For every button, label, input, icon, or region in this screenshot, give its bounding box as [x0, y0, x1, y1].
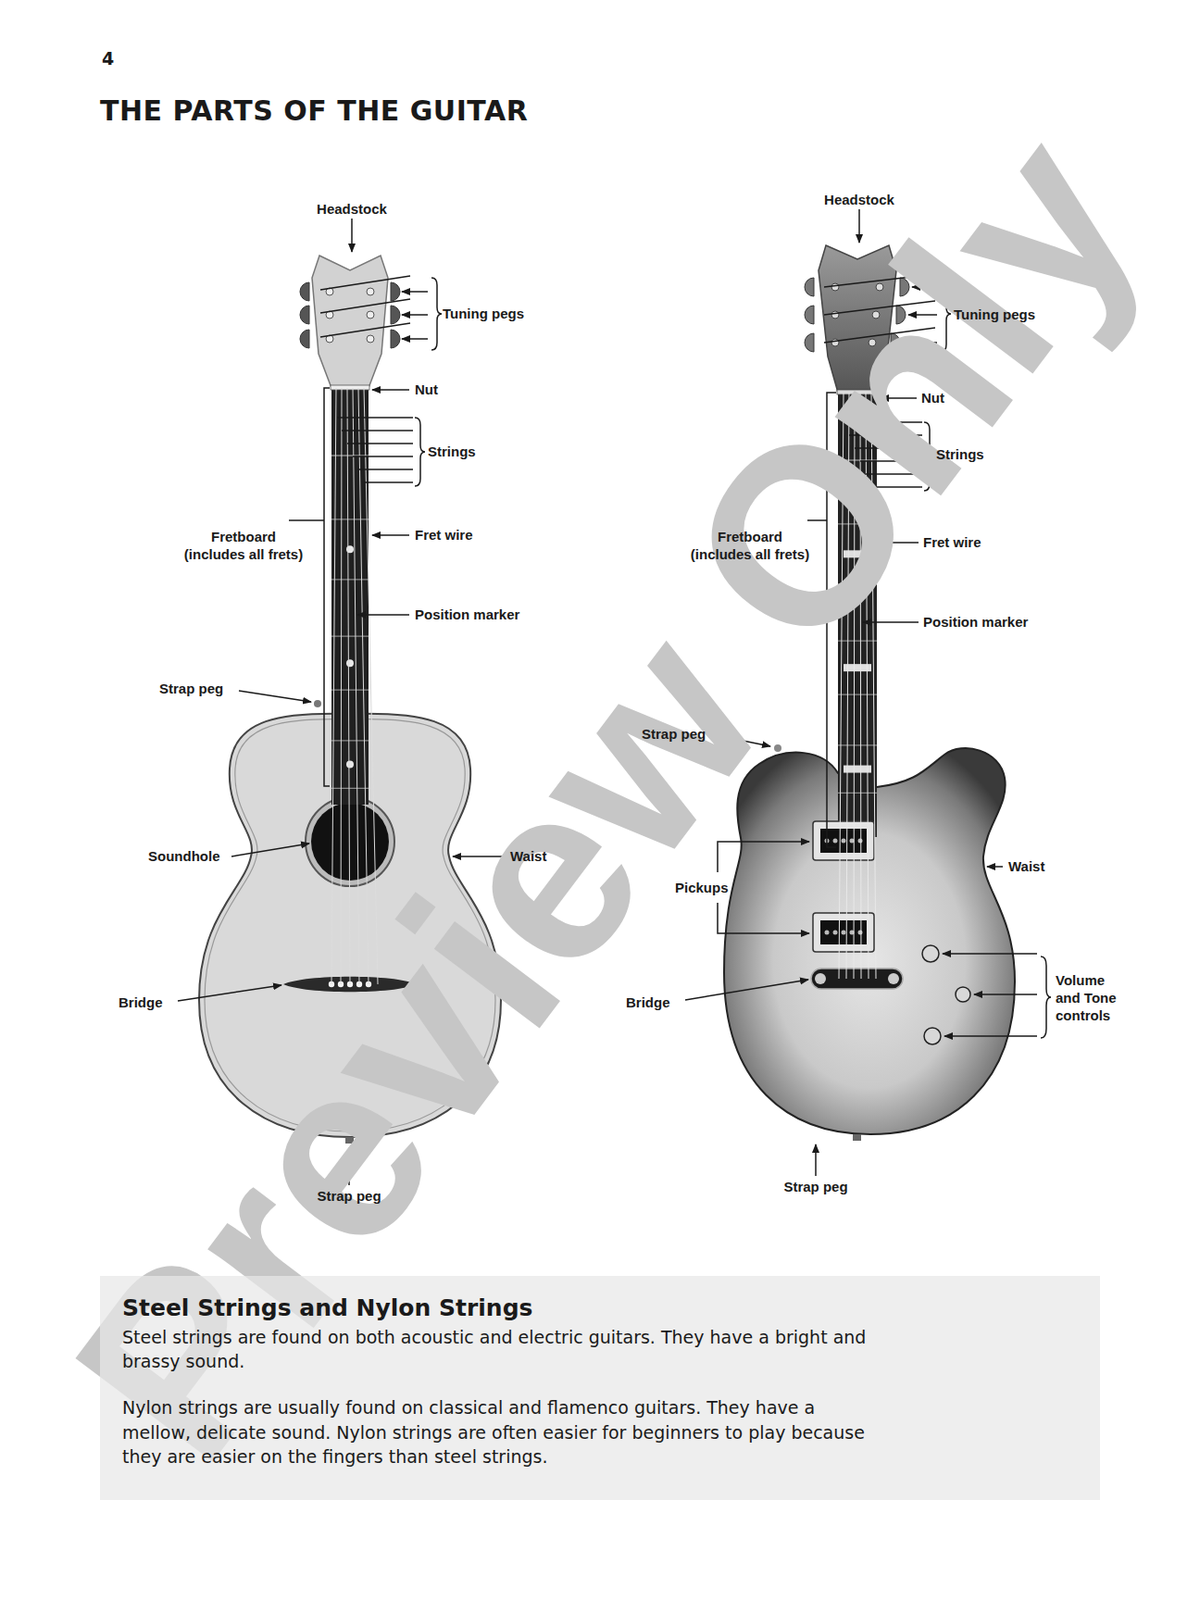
- part-label: Fret wire: [923, 534, 982, 552]
- part-label: Volume and Tone controls: [1055, 972, 1128, 1025]
- panel-text: Nylon strings are usually found on class…: [122, 1395, 882, 1469]
- part-label: Waist: [510, 848, 547, 866]
- part-label: Tuning pegs: [953, 306, 1036, 325]
- part-label: Strings: [936, 446, 985, 464]
- part-label: Tuning pegs: [442, 305, 525, 324]
- part-label: Strap peg: [159, 680, 224, 699]
- part-label: Position marker: [923, 613, 1028, 632]
- part-label: Nut: [921, 389, 945, 408]
- part-label: Fretboard (includes all frets): [183, 528, 304, 564]
- part-label: Fret wire: [414, 526, 474, 545]
- part-label: Strap peg: [641, 725, 706, 744]
- part-label: Strap peg: [316, 1187, 381, 1206]
- page-title: THE PARTS OF THE GUITAR: [100, 94, 528, 127]
- part-label: Waist: [1008, 858, 1045, 876]
- info-panel: Steel Strings and Nylon StringsSteel str…: [100, 1275, 1100, 1500]
- page-number: 4: [101, 48, 114, 71]
- panel-text: Steel strings are found on both acoustic…: [122, 1325, 882, 1374]
- panel-heading: Steel Strings and Nylon Strings: [122, 1294, 1078, 1322]
- part-label: Bridge: [625, 994, 671, 1013]
- part-label: Strap peg: [783, 1178, 848, 1197]
- part-label: Headstock: [824, 191, 895, 210]
- part-label: Bridge: [118, 994, 163, 1013]
- part-label: Soundhole: [148, 848, 221, 866]
- part-label: Strings: [427, 443, 476, 462]
- part-label: Nut: [414, 381, 438, 400]
- part-label: Position marker: [414, 606, 520, 625]
- part-label: Headstock: [316, 200, 388, 219]
- part-label: Pickups: [675, 879, 729, 898]
- part-label: Fretboard (includes all frets): [689, 528, 811, 564]
